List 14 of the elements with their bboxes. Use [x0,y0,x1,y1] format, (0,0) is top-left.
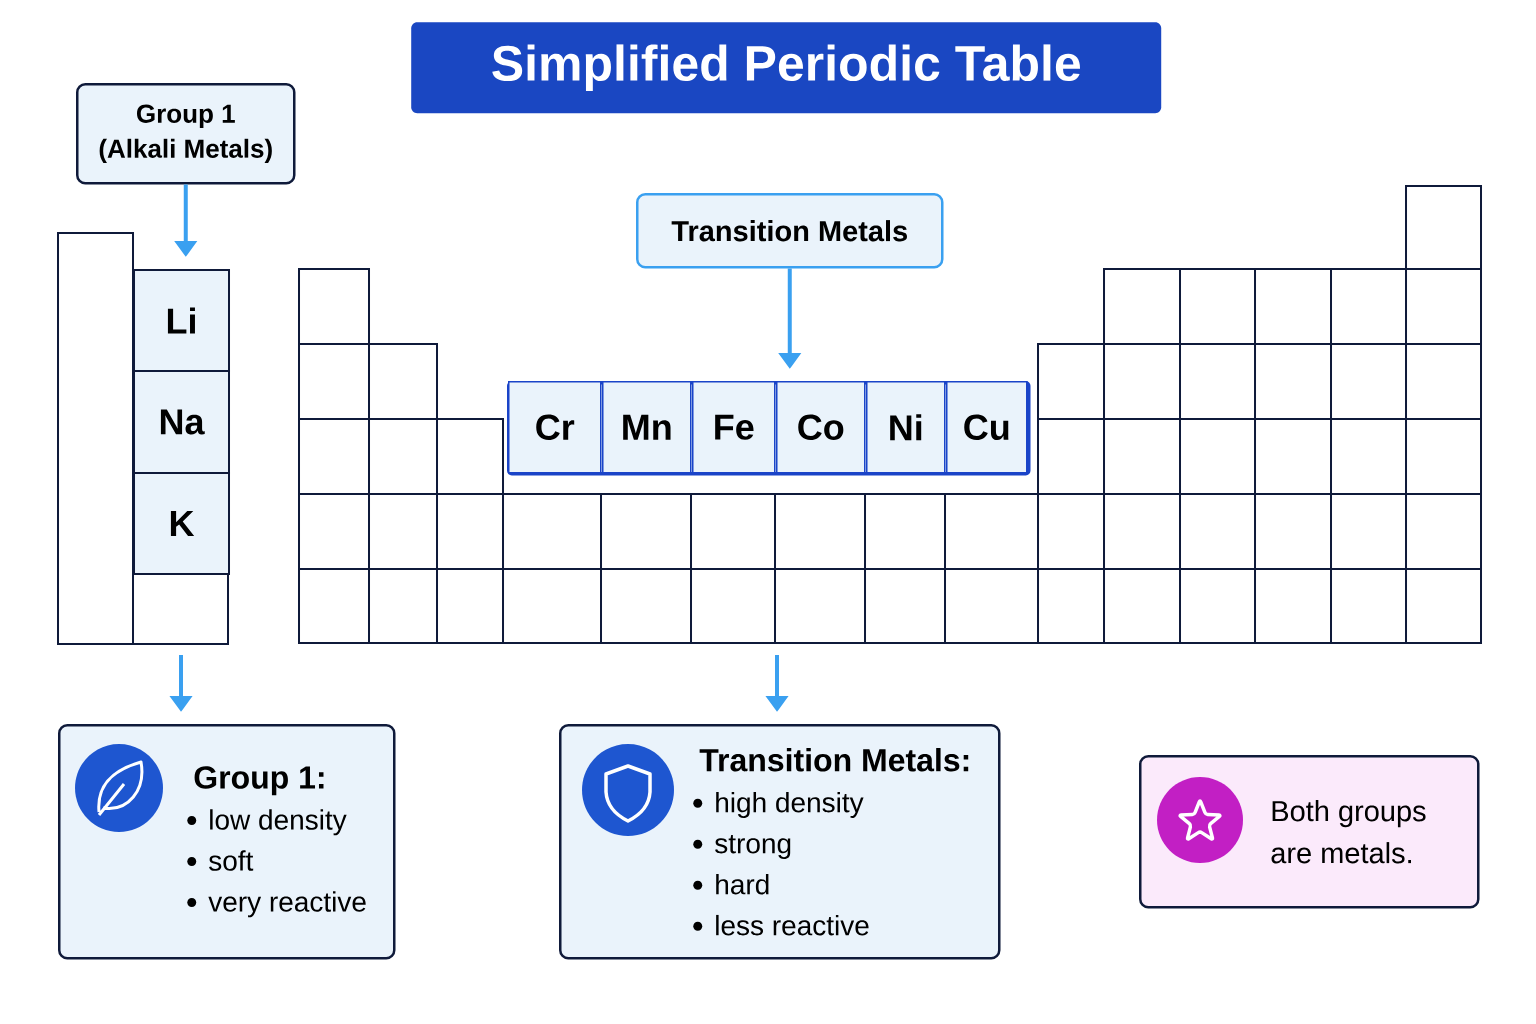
element-cell: Fe [692,381,776,474]
element-cell: Ni [866,381,946,474]
element-cell: Li [133,269,230,372]
element-cell: Cu [946,381,1028,474]
info-card: Transition Metals: high density strong hard less reactive [559,724,1001,960]
element-cell: Mn [602,381,692,474]
element-cell: Cr [508,381,602,474]
element-cell: Na [133,370,230,474]
group-label-box: Group 1 (Alkali Metals) [76,83,296,185]
group-label-box: Transition Metals [636,193,944,269]
info-card: Group 1: low density soft very reactive [58,724,396,960]
element-cell: K [133,472,230,575]
title-banner: Simplified Periodic Table [411,22,1162,114]
element-cell: Co [776,381,866,474]
